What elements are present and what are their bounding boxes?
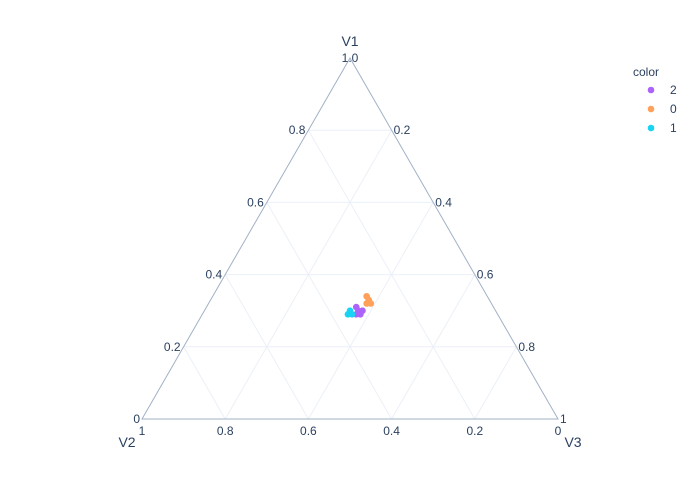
triangle-frame bbox=[141, 56, 559, 420]
data-point bbox=[357, 311, 364, 318]
triangle-outline bbox=[141, 56, 559, 420]
legend-title: color bbox=[633, 65, 659, 79]
grid-line-v2 bbox=[183, 346, 226, 420]
tick-label-v2: 1 bbox=[139, 424, 146, 438]
axis-title-v1: V1 bbox=[341, 33, 358, 49]
grid-line-v2 bbox=[266, 202, 393, 420]
data-point bbox=[346, 307, 354, 315]
tick-label-v3: 0.2 bbox=[394, 123, 411, 137]
axis-title-v3: V3 bbox=[564, 434, 581, 450]
legend-label[interactable]: 1 bbox=[670, 121, 677, 135]
legend: color 2 0 1 bbox=[633, 65, 677, 135]
legend-label[interactable]: 0 bbox=[670, 102, 677, 116]
legend-marker[interactable] bbox=[647, 124, 655, 132]
tick-label-v2: 0.6 bbox=[300, 424, 317, 438]
legend-label[interactable]: 2 bbox=[670, 83, 677, 97]
grid-lines bbox=[183, 129, 517, 420]
tick-label-v1: 0.6 bbox=[247, 195, 264, 209]
tick-label-v3: 0.4 bbox=[435, 195, 452, 209]
grid-line-v2 bbox=[224, 274, 309, 420]
tick-label-v1-zero: 0 bbox=[133, 412, 140, 426]
tick-label-v1: 0.4 bbox=[206, 268, 223, 282]
legend-marker[interactable] bbox=[647, 105, 655, 113]
grid-line-v3 bbox=[307, 202, 434, 420]
grid-line-v3 bbox=[474, 346, 517, 420]
tick-label-v2-zero: 0 bbox=[555, 424, 562, 438]
tick-label-v3: 0.8 bbox=[518, 340, 535, 354]
tick-label-v1: 1.0 bbox=[342, 51, 359, 65]
tick-label-v1: 0.8 bbox=[289, 123, 306, 137]
legend-marker[interactable] bbox=[647, 86, 655, 94]
tick-label-v3: 1 bbox=[560, 412, 567, 426]
axis-title-v2: V2 bbox=[118, 434, 135, 450]
data-point bbox=[363, 300, 370, 307]
tick-label-v2: 0.2 bbox=[466, 424, 483, 438]
tick-label-v2: 0.8 bbox=[217, 424, 234, 438]
data-points bbox=[344, 292, 375, 318]
grid-line-v3 bbox=[391, 274, 476, 420]
tick-label-v1: 0.2 bbox=[164, 340, 181, 354]
tick-label-v3: 0.6 bbox=[477, 268, 494, 282]
tick-label-v2: 0.4 bbox=[383, 424, 400, 438]
